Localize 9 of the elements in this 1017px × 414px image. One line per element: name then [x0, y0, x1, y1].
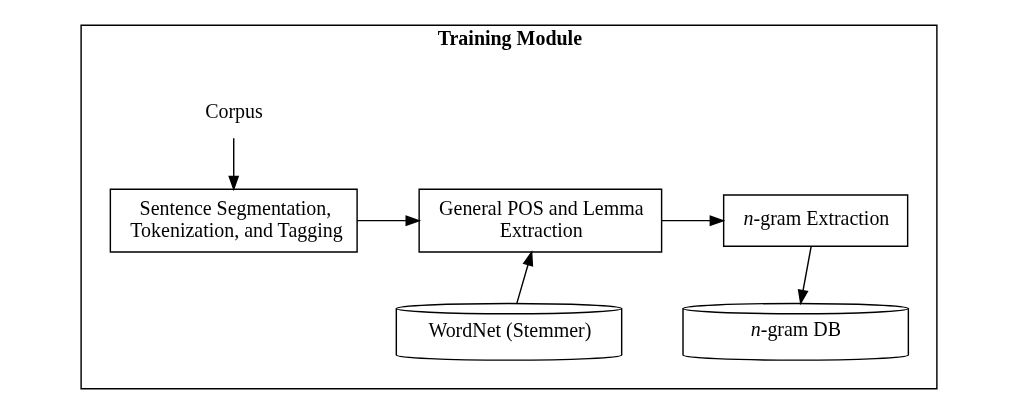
arrow: [227, 137, 239, 192]
node-box: Sentence Segmentation, Tokenization, and Tagging: [109, 188, 358, 253]
arrow: [660, 215, 725, 227]
node-box: General POS and Lemma Extraction: [417, 188, 662, 253]
arrow: [797, 245, 812, 306]
arrow: [515, 250, 533, 305]
node-text: Corpus: [204, 99, 263, 122]
arrow: [355, 215, 421, 227]
node-box: n-gram Extraction: [722, 194, 908, 248]
